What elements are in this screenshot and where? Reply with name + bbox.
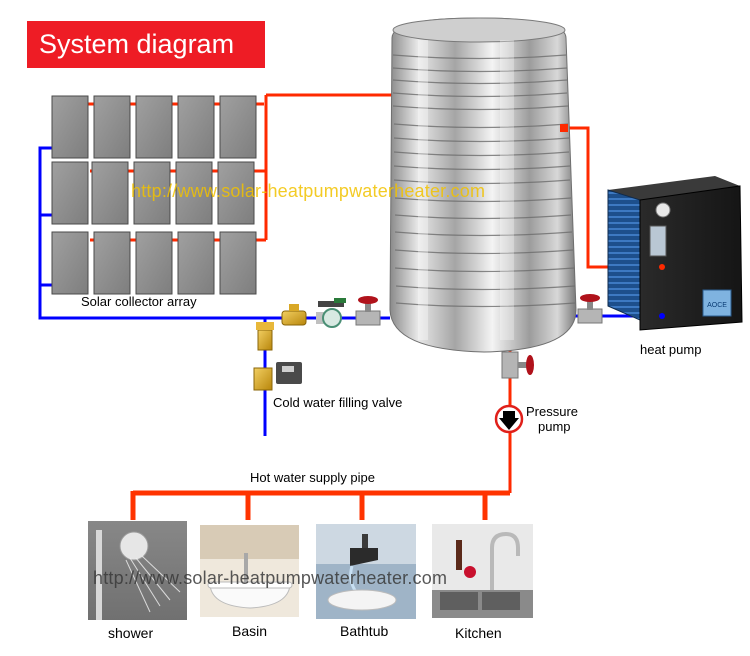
tank-ribs xyxy=(392,54,576,308)
collector-panel xyxy=(93,95,131,159)
brass-ball-valve-icon xyxy=(281,304,307,326)
cold-water-filling-valve-label: Cold water filling valve xyxy=(273,395,403,410)
bathtub-basin-icon xyxy=(209,584,291,609)
gate-valve-icon xyxy=(355,296,381,326)
solar-collector-array-label: Solar collector array xyxy=(81,294,197,309)
heat-pump-side-panel xyxy=(607,189,641,321)
collector-panel xyxy=(177,231,215,295)
heat-pump-unit: AOCE xyxy=(607,176,743,331)
tank-lid xyxy=(392,17,566,43)
cold-inlet-port xyxy=(659,313,665,319)
pressure-gauge-icon xyxy=(655,202,671,218)
collector-row-3 xyxy=(51,231,257,295)
outlet-kitchen-image xyxy=(432,524,533,618)
storage-tank xyxy=(389,17,577,353)
collector-panel xyxy=(51,161,89,225)
shower-head-icon xyxy=(119,531,149,561)
heat-pump-label: heat pump xyxy=(640,342,702,357)
collector-panel xyxy=(219,95,257,159)
outlet-basin-image xyxy=(200,525,299,617)
heat-pump-top xyxy=(608,176,740,200)
collector-panel xyxy=(91,161,129,225)
watermark-top: http://www.solar-heatpumpwaterheater.com xyxy=(131,181,486,201)
outlet-label-shower: shower xyxy=(108,625,154,641)
collector-panel xyxy=(219,231,257,295)
supply-outlet-valve-icon xyxy=(501,351,534,379)
collector-row-1 xyxy=(51,95,257,159)
tank-top-outlet xyxy=(560,124,568,132)
cold-filling-valve-assembly-icon xyxy=(253,322,302,391)
collector-panel xyxy=(177,95,215,159)
hot-water-supply-manifold xyxy=(130,490,510,520)
brand-logo xyxy=(702,289,732,317)
control-panel xyxy=(649,225,667,257)
tank-reflection xyxy=(418,40,428,340)
outlet-label-basin: Basin xyxy=(232,623,268,639)
collector-panel xyxy=(93,231,131,295)
diagram-title: System diagram xyxy=(27,21,265,68)
solar-collector-array xyxy=(51,95,257,295)
collector-panel xyxy=(217,161,255,225)
water-meter-icon xyxy=(316,298,346,328)
outlet-label-kitchen: Kitchen xyxy=(455,625,502,641)
outlet-label-bathtub: Bathtub xyxy=(340,623,389,639)
collector-row-2 xyxy=(51,161,255,225)
heat-pump-return-valve-icon xyxy=(577,294,603,324)
collector-panel xyxy=(133,161,171,225)
hot-outlet-port xyxy=(659,264,665,270)
hot-water-supply-pipe-label: Hot water supply pipe xyxy=(250,470,376,485)
watermark-bottom: http://www.solar-heatpumpwaterheater.com xyxy=(93,568,448,588)
pressure-pump-label-line1: Pressure xyxy=(526,404,579,419)
waterfall-faucet-icon xyxy=(350,548,378,566)
outlet-shower-image xyxy=(88,521,187,620)
collector-hot-riser xyxy=(264,93,396,240)
outlet-bathtub-image xyxy=(316,524,416,619)
collector-panel xyxy=(135,95,173,159)
collector-panel xyxy=(135,231,173,295)
brand-logo-text: AOCE xyxy=(707,302,727,309)
pressure-pump-icon xyxy=(494,404,524,434)
pressure-pump-label-line2: pump xyxy=(538,419,571,434)
collector-panel xyxy=(51,231,89,295)
tank-reflection xyxy=(500,40,514,340)
kitchen-faucet-icon xyxy=(490,531,520,590)
collector-panel xyxy=(175,161,213,225)
collector-panel xyxy=(51,95,89,159)
